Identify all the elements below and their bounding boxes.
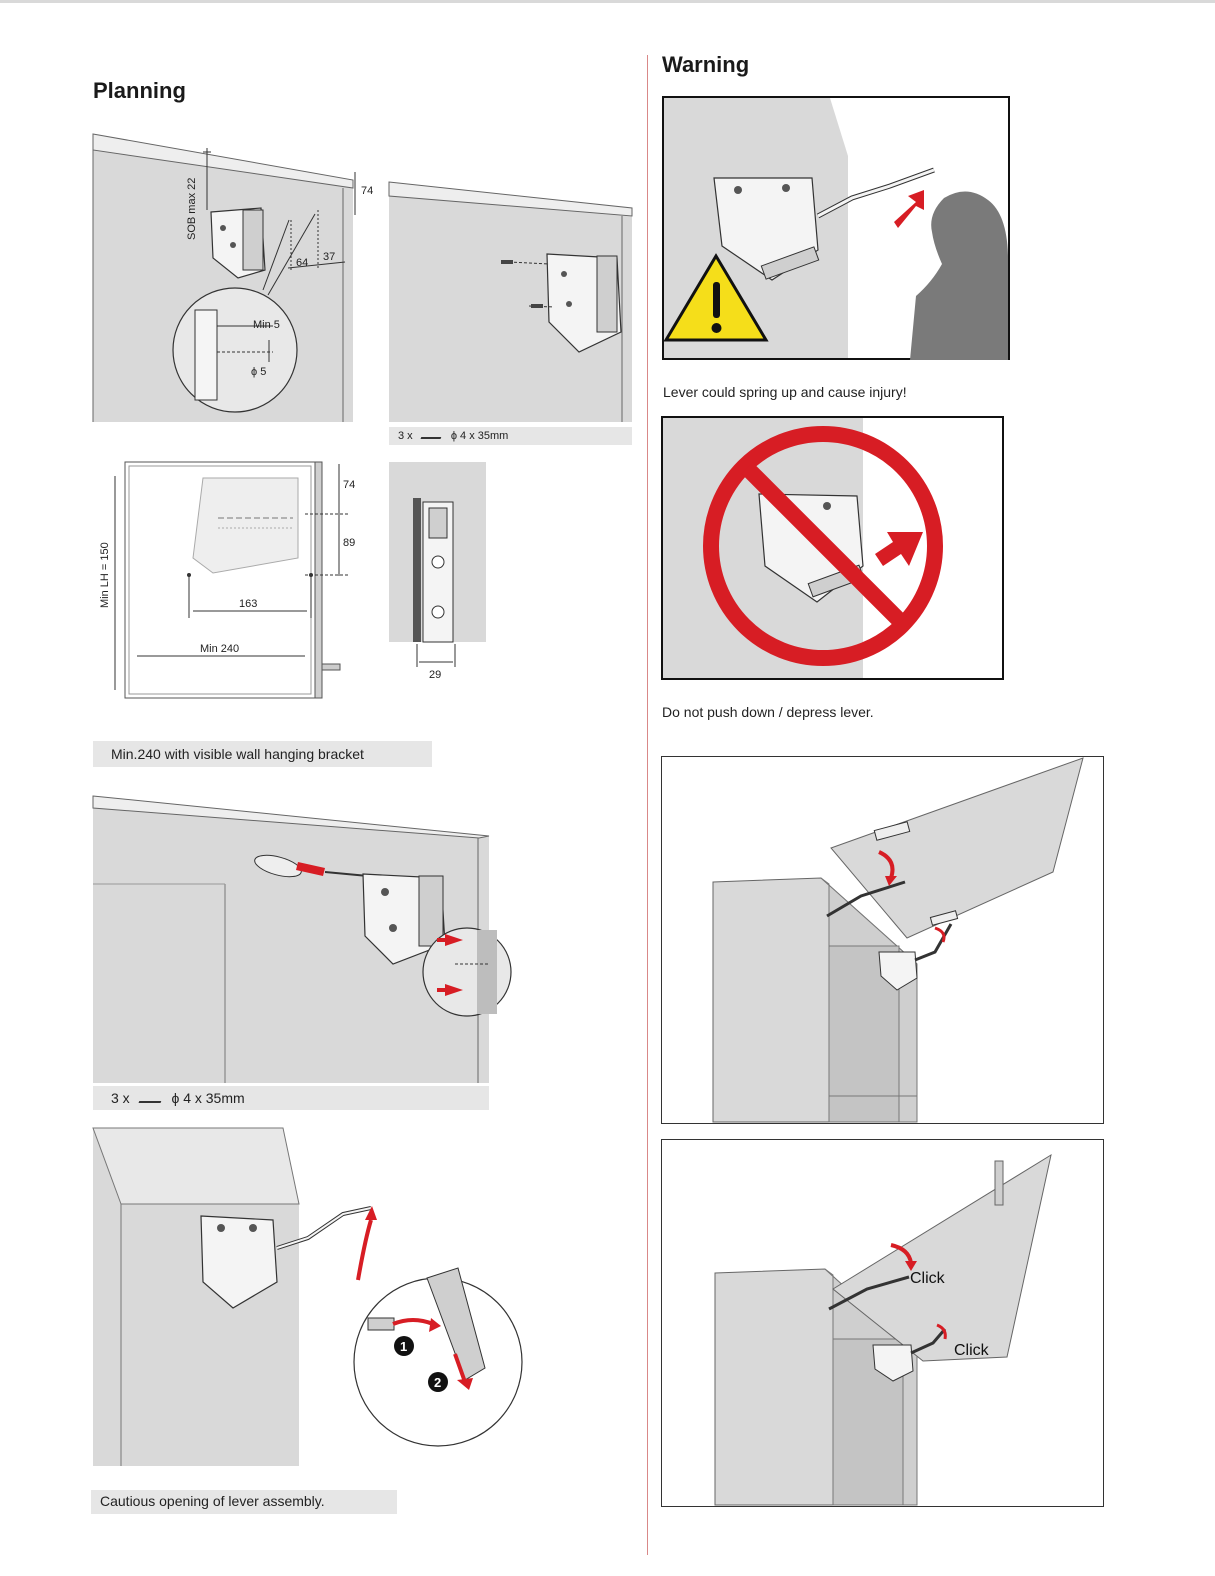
warning-do-not-push-image bbox=[661, 416, 1004, 680]
screw-caption-large: 3 x ϕ 4 x 35mm bbox=[93, 1086, 489, 1110]
flap-click-diagram: Click Click bbox=[661, 1139, 1104, 1507]
dim-37-label: 37 bbox=[323, 251, 335, 263]
planning-diagram-side-view: 29 bbox=[389, 462, 486, 681]
dim-64-label: 64 bbox=[296, 257, 308, 269]
screw-count-large-label: 3 x bbox=[111, 1090, 130, 1106]
flap-closing-diagram bbox=[661, 756, 1104, 1124]
screw-icon bbox=[420, 431, 444, 439]
warning-spring-injury-image bbox=[662, 96, 1010, 360]
push-warning-caption: Do not push down / depress lever. bbox=[662, 704, 874, 720]
top-border bbox=[0, 0, 1215, 3]
dim-74-front-label: 74 bbox=[343, 479, 355, 491]
step-1-label: 1 bbox=[400, 1339, 407, 1354]
screw-count-label: 3 x bbox=[398, 430, 413, 442]
dim-29-label: 29 bbox=[429, 669, 441, 681]
planning-heading: Planning bbox=[93, 78, 186, 103]
dim-89-label: 89 bbox=[343, 537, 355, 549]
min-240-label: Min 240 bbox=[200, 643, 239, 655]
bracket-caption: Min.240 with visible wall hanging bracke… bbox=[93, 741, 432, 767]
screw-spec-large-label: ϕ 4 x 35mm bbox=[171, 1090, 245, 1106]
step-2-label: 2 bbox=[434, 1375, 441, 1390]
planning-diagram-screw-mounting bbox=[388, 181, 633, 422]
sob-max-label: SOB max 22 bbox=[186, 178, 198, 240]
dim-74-label: 74 bbox=[361, 185, 373, 197]
screw-spec-label: ϕ 4 x 35mm bbox=[450, 430, 509, 442]
screw-caption-small: 3 x ϕ 4 x 35mm bbox=[389, 427, 632, 445]
warning-heading: Warning bbox=[662, 52, 750, 77]
min5-label: Min 5 bbox=[253, 319, 280, 331]
opening-caption: Cautious opening of lever assembly. bbox=[91, 1490, 397, 1514]
planning-diagram-mounting-position: SOB max 22 74 37 64 Min 5 ϕ 5 bbox=[92, 133, 373, 422]
planning-diagram-screwdriver-install bbox=[92, 795, 512, 1083]
phi5-label: ϕ 5 bbox=[251, 366, 266, 378]
click-label-upper: Click bbox=[910, 1270, 946, 1287]
planning-diagram-dimensions: Min LH = 150 163 Min 240 74 89 bbox=[99, 461, 355, 699]
column-divider bbox=[647, 55, 648, 1555]
dim-163-label: 163 bbox=[239, 598, 257, 610]
click-label-lower: Click bbox=[954, 1342, 990, 1359]
spring-injury-caption: Lever could spring up and cause injury! bbox=[663, 384, 907, 400]
screw-icon bbox=[138, 1095, 164, 1103]
planning-diagram-lever-opening: 1 2 bbox=[92, 1127, 523, 1466]
min-lh-label: Min LH = 150 bbox=[99, 542, 111, 608]
